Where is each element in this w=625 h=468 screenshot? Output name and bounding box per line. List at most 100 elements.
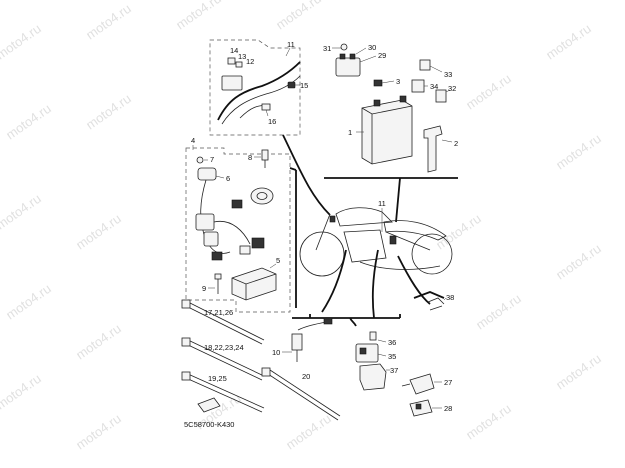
callout-12: 12 [246, 57, 254, 66]
callout-16: 16 [268, 117, 276, 126]
horn-housing [197, 167, 217, 181]
callout-35: 35 [388, 352, 396, 361]
callout-31: 31 [323, 44, 331, 53]
watermark-text: moto4.ru [473, 291, 524, 333]
exhaust [359, 261, 441, 270]
watermark-text: moto4.ru [543, 21, 594, 63]
callout-10: 10 [272, 348, 280, 357]
rear-wheel [411, 233, 453, 275]
battery-post [373, 99, 381, 107]
leader-line [355, 47, 367, 55]
battery-terminal-3 [373, 79, 383, 87]
callout-33: 33 [444, 70, 452, 79]
cable-tie-head [181, 299, 191, 309]
watermark-text: moto4.ru [273, 0, 324, 32]
battery-cover-bracket [423, 125, 443, 173]
cable-tie-18 [185, 343, 263, 381]
callout-8: 8 [248, 153, 252, 162]
watermark-text: moto4.ru [73, 211, 124, 253]
ignition-group: 4 7 6 8 5 9 [185, 136, 291, 313]
sensor-10-cable [297, 321, 327, 331]
leader-line [269, 263, 277, 269]
battery-group: 31 30 29 3 1 33 34 32 2 [323, 43, 458, 223]
connector-plug [239, 245, 251, 255]
leader-line [429, 65, 443, 73]
callout-1: 1 [348, 128, 352, 137]
wire-clamp [197, 397, 221, 413]
watermark-text: moto4.ru [283, 411, 334, 453]
watermark-text: moto4.ru [553, 131, 604, 173]
cable-tie-17-edge [187, 301, 265, 341]
callout-20: 20 [302, 372, 310, 381]
watermark-layer: moto4.ru moto4.ru moto4.ru moto4.ru moto… [0, 0, 604, 452]
switch-cylinder [203, 231, 219, 247]
pointer-line [397, 255, 431, 305]
connector-16 [261, 103, 271, 111]
watermark-text: moto4.ru [433, 211, 484, 253]
seat [383, 220, 447, 241]
watermark-text: moto4.ru [463, 401, 514, 443]
motorcycle-outline: 11 [289, 167, 453, 319]
cable-tie-19-edge [187, 373, 265, 409]
watermark-text: moto4.ru [553, 241, 604, 283]
callout-9: 9 [202, 284, 206, 293]
horn [250, 187, 274, 205]
relay-35-terminal [359, 347, 367, 355]
leader-line [377, 339, 387, 343]
battery-post [399, 95, 407, 103]
relay-bracket-37 [359, 363, 387, 391]
leader-line [381, 80, 395, 84]
relay-35 [355, 343, 379, 363]
callout-38: 38 [446, 293, 454, 302]
battery-pointer-line [395, 177, 401, 223]
watermark-text: moto4.ru [73, 411, 124, 453]
watermark-text: moto4.ru [0, 21, 44, 63]
watermark-text: moto4.ru [463, 71, 514, 113]
callout-4: 4 [191, 136, 195, 145]
leader-line [359, 55, 377, 63]
bottom-bracket [292, 314, 401, 327]
watermark-text: moto4.ru [3, 101, 54, 143]
harness-location-mark [329, 215, 336, 223]
sensor-8 [261, 149, 269, 161]
front-wheel [299, 231, 345, 277]
callout-11-bike: 11 [378, 199, 386, 208]
bottom-right-parts: 36 35 37 27 28 38 [355, 293, 454, 417]
callout-18: 18,22,23,24 [204, 343, 244, 352]
callout-36: 36 [388, 338, 396, 347]
callout-37: 37 [390, 366, 398, 375]
relay-terminal [339, 53, 346, 60]
relay-34 [411, 79, 425, 93]
harness-group-outline [209, 39, 301, 136]
switch-wiring [213, 220, 251, 245]
cable-tie-20-edge [269, 369, 341, 417]
connector-15 [287, 81, 296, 89]
connector-plug [251, 237, 265, 249]
connector-13 [235, 61, 243, 68]
horn-bracket [231, 199, 243, 209]
cable-tie-20 [267, 373, 339, 421]
callout-2: 2 [454, 139, 458, 148]
watermark-text: moto4.ru [173, 0, 224, 32]
wire-harness [217, 61, 301, 121]
leader-line [265, 109, 269, 117]
callout-27: 27 [444, 378, 452, 387]
switch-27 [409, 373, 435, 395]
right-bracket [413, 291, 445, 299]
callout-34: 34 [430, 82, 438, 91]
callout-32: 32 [448, 84, 456, 93]
relay-box [221, 75, 243, 91]
callout-15: 15 [300, 81, 308, 90]
cable-tie-head [181, 337, 191, 347]
cdi-unit [231, 267, 277, 301]
pointer-line [321, 249, 347, 313]
cable-ties-group: 17,21,26 18,22,23,24 19,25 5C58700-K430 [181, 299, 265, 429]
callout-29: 29 [378, 51, 386, 60]
wire-harness-group: 11 14 13 12 15 16 [209, 39, 308, 136]
ignition-group-outline [185, 147, 291, 313]
fuse-32 [435, 89, 447, 103]
watermark-text: moto4.ru [83, 91, 134, 133]
diagram-code: 5C58700-K430 [184, 420, 234, 429]
screw-9-head [214, 273, 222, 280]
leader-line [445, 89, 451, 93]
